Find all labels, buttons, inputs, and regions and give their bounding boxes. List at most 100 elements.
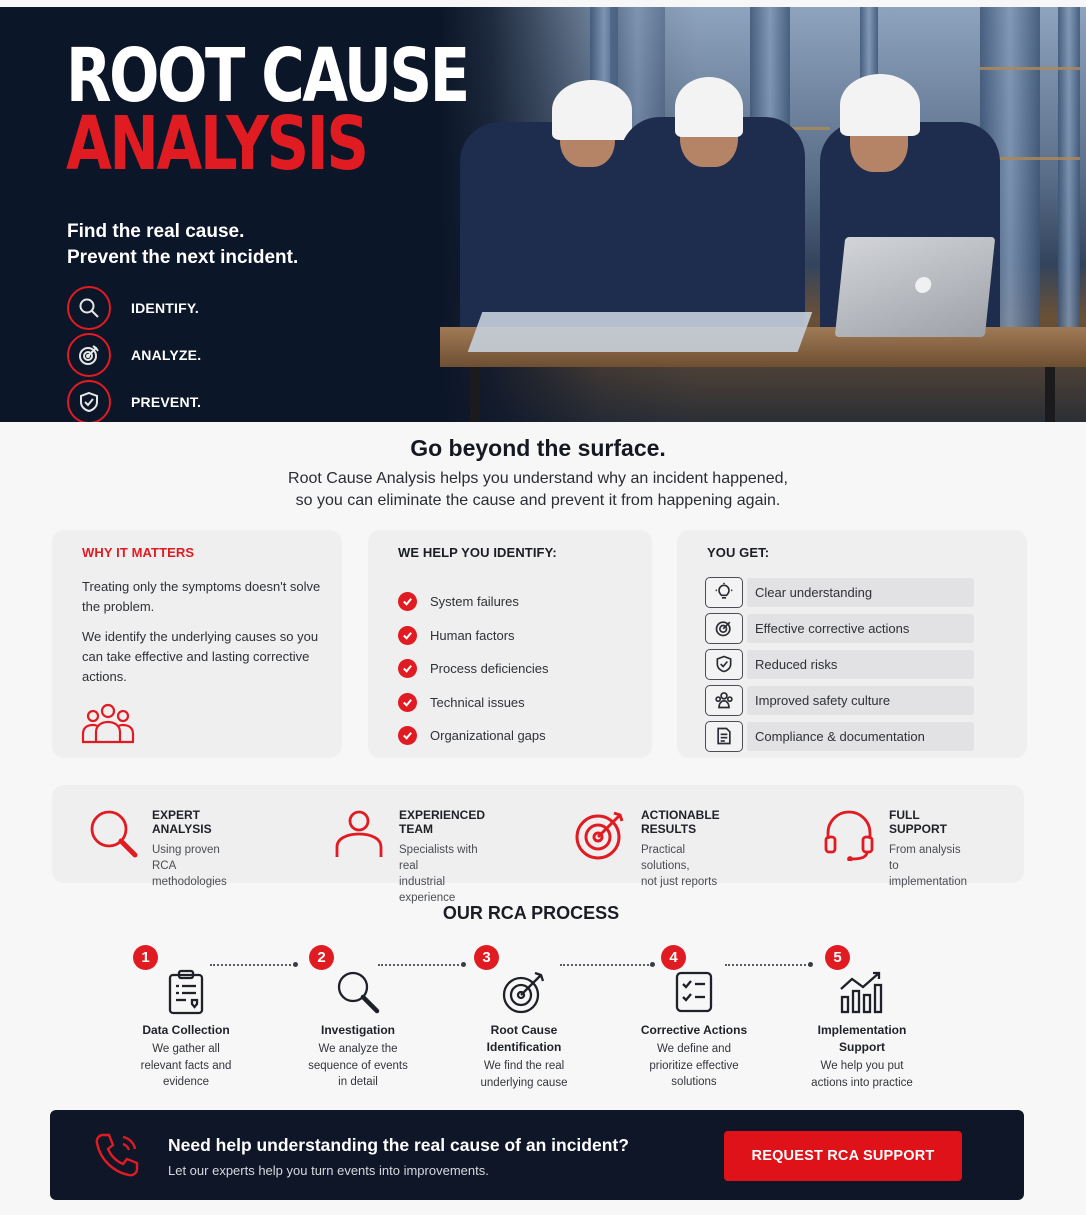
process-connector (725, 962, 813, 967)
shield-check-icon (67, 379, 111, 422)
target-icon (502, 971, 545, 1014)
pillar-label: IDENTIFY. (131, 299, 199, 316)
feature-title: EXPERT ANALYSIS (152, 808, 212, 836)
team-icon (81, 703, 135, 744)
list-item-label: Organizational gaps (430, 728, 546, 744)
list-item: Human factors (398, 619, 549, 653)
growth-chart-icon (840, 971, 883, 1014)
list-item-label: System failures (430, 594, 519, 610)
intro-body-line2: so you can eliminate the cause and preve… (295, 492, 781, 509)
intro-body-line1: Root Cause Analysis helps you understand… (288, 470, 788, 487)
card-text: Treating only the symptoms doesn't solve… (82, 577, 332, 687)
cta-heading: Need help understanding the real cause o… (168, 1135, 629, 1155)
pillar-analyze: ANALYZE. (67, 331, 201, 378)
intro-body: Root Cause Analysis helps you understand… (0, 468, 1086, 512)
target-icon (67, 332, 111, 377)
pillar-label: ANALYZE. (131, 346, 202, 363)
hero-subtitle-line2: Prevent the next incident. (67, 247, 299, 268)
pillar-identify: IDENTIFY. (67, 284, 201, 331)
process-connector (210, 962, 298, 967)
feature-title: ACTIONABLE RESULTS (641, 808, 720, 836)
card-title: WHY IT MATTERS (82, 545, 195, 560)
list-item: Process deficiencies (398, 652, 549, 686)
list-item-label: Technical issues (430, 694, 525, 710)
cta-subtext: Let our experts help you turn events int… (168, 1163, 489, 1178)
benefit-label: Clear understanding (747, 577, 974, 607)
check-circle-icon (398, 659, 417, 679)
request-rca-support-button[interactable]: REQUEST RCA SUPPORT (724, 1131, 962, 1181)
plant-railing (980, 67, 1080, 70)
pillar-label: PREVENT. (131, 393, 202, 410)
benefit-label: Improved safety culture (747, 685, 974, 715)
laptop (834, 237, 996, 337)
process-connector (378, 962, 466, 967)
benefit-row: Clear understanding (705, 574, 974, 610)
step-number-badge: 3 (474, 945, 499, 970)
check-circle-icon (398, 592, 417, 612)
user-icon (335, 810, 383, 857)
feature-title: EXPERIENCED TEAM (399, 808, 486, 836)
intro-heading: Go beyond the surface. (410, 435, 666, 461)
intro-section: Go beyond the surface. Root Cause Analys… (0, 435, 1086, 512)
card-title: WE HELP YOU IDENTIFY: (398, 545, 557, 560)
step-number-badge: 1 (133, 945, 158, 970)
target-icon (575, 811, 624, 860)
step-title: Corrective Actions (640, 1023, 748, 1037)
list-item: Organizational gaps (398, 719, 549, 753)
list-item-label: Process deficiencies (430, 661, 549, 677)
benefit-label: Compliance & documentation (747, 721, 974, 751)
check-circle-icon (398, 625, 417, 645)
list-item: System failures (398, 585, 549, 619)
check-circle-icon (398, 726, 417, 746)
laptop-logo (914, 277, 933, 293)
headset-icon (824, 810, 874, 861)
shield-check-icon (705, 648, 743, 680)
phone-icon (95, 1133, 139, 1177)
feature-title: FULL SUPPORT (889, 808, 948, 836)
table-leg (1045, 367, 1055, 422)
step-title: Data Collection (142, 1023, 230, 1037)
step-number-badge: 4 (661, 945, 686, 970)
search-icon (67, 285, 111, 330)
step-number-badge: 2 (309, 945, 334, 970)
you-get-card: YOU GET: Clear understanding Effective c… (677, 530, 1027, 758)
benefit-row: Compliance & documentation (705, 718, 974, 754)
hero-banner: ROOT CAUSE ANALYSIS Find the real cause.… (0, 7, 1086, 422)
hero-title-line1: ROOT CAUSE (66, 33, 470, 119)
blueprint (467, 312, 813, 352)
benefit-row: Reduced risks (705, 646, 974, 682)
why-it-matters-card: WHY IT MATTERS Treating only the symptom… (52, 530, 342, 758)
card-title: YOU GET: (707, 545, 770, 560)
benefit-label: Effective corrective actions (747, 613, 974, 643)
list-item: Technical issues (398, 686, 549, 720)
hero-subtitle: Find the real cause. Prevent the next in… (67, 219, 298, 271)
process-connector (560, 962, 655, 967)
step-title: Investigation (320, 1023, 395, 1037)
people-icon (705, 684, 743, 716)
check-circle-icon (398, 692, 417, 712)
hero-subtitle-line1: Find the real cause. (67, 221, 245, 242)
hero-title-line2: ANALYSIS (66, 101, 369, 187)
target-icon (705, 612, 743, 644)
benefit-label: Reduced risks (747, 649, 974, 679)
benefit-row: Improved safety culture (705, 682, 974, 718)
hero-title: ROOT CAUSE ANALYSIS (66, 33, 470, 187)
list-item-label: Human factors (430, 627, 515, 643)
document-icon (705, 720, 743, 752)
search-icon (90, 810, 138, 858)
card-paragraph: Treating only the symptoms doesn't solve… (82, 579, 321, 614)
clipboard-icon (168, 969, 204, 1015)
benefit-list: Clear understanding Effective corrective… (705, 574, 974, 754)
identify-list: System failures Human factors Process de… (398, 585, 549, 753)
plant-railing (770, 127, 830, 130)
hero-photo (440, 7, 1086, 422)
process-title: OUR RCA PROCESS (442, 903, 620, 923)
feature-desc: Practical solutions,not just reports (641, 844, 718, 888)
